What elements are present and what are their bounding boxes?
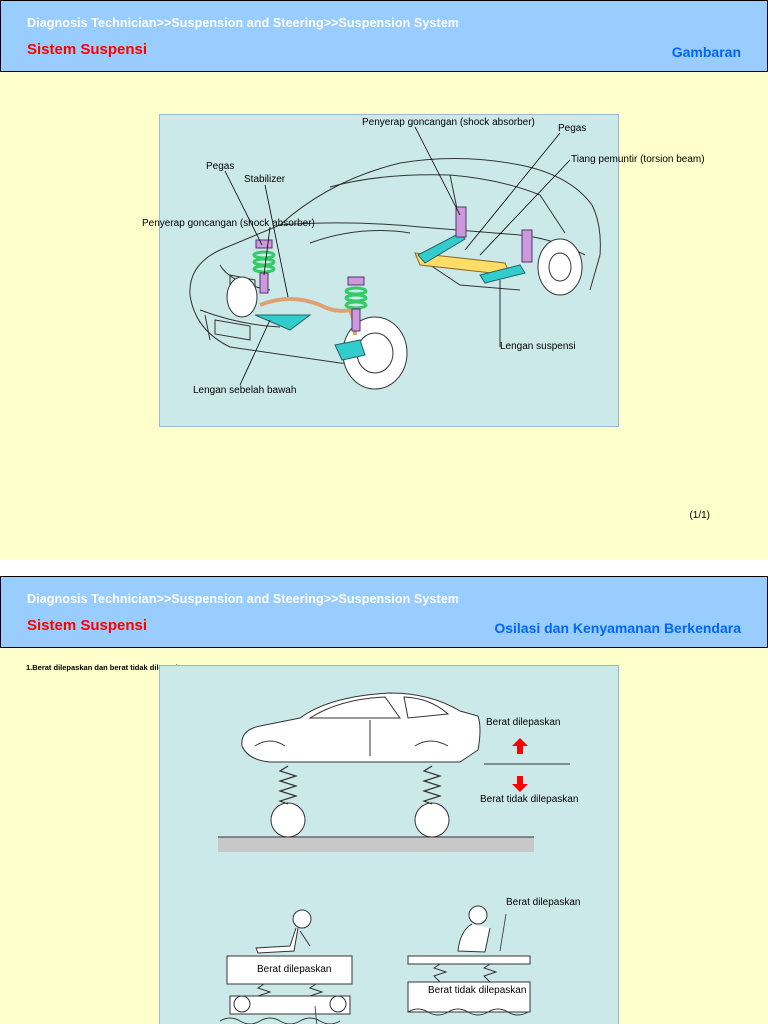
label-spring-right: Pegas: [558, 123, 587, 134]
page-indicator: (1/1): [689, 510, 710, 521]
section-subtitle: Osilasi dan Kenyamanan Berkendara: [494, 620, 741, 636]
label-shock-absorber-left: Penyerap goncangan (shock absorber): [142, 218, 315, 229]
breadcrumb[interactable]: Diagnosis Technician>>Suspension and Ste…: [27, 16, 459, 30]
label-sprung-weight-right: Berat dilepaskan: [506, 897, 581, 908]
slide-overview: Diagnosis Technician>>Suspension and Ste…: [0, 0, 768, 521]
label-unsprung-weight: Berat tidak dilepaskan: [480, 794, 579, 805]
breadcrumb[interactable]: Diagnosis Technician>>Suspension and Ste…: [27, 592, 459, 606]
slide-divider: [0, 560, 768, 576]
sprung-mass-illustration: [218, 692, 570, 1024]
label-suspension-arm: Lengan suspensi: [500, 341, 576, 352]
section-heading: 1.Berat dilepaskan dan berat tidak dilep…: [26, 663, 189, 672]
sprung-unsprung-diagram: Berat dilepaskan Berat tidak dilepaskan …: [159, 665, 619, 1024]
section-subtitle: Gambaran: [671, 44, 741, 60]
car-suspension-illustration: [189, 126, 601, 390]
suspension-diagram: Penyerap goncangan (shock absorber) Pega…: [142, 114, 705, 427]
slide-oscillation: Diagnosis Technician>>Suspension and Ste…: [0, 576, 768, 1024]
label-lower-arm: Lengan sebelah bawah: [193, 385, 297, 396]
page-title: Sistem Suspensi: [27, 617, 148, 634]
label-sprung-weight: Berat dilepaskan: [486, 717, 561, 728]
label-torsion-beam: Tiang pemuntir (torsion beam): [571, 154, 705, 165]
label-unsprung-weight-right: Berat tidak dilepaskan: [428, 985, 527, 996]
page-title: Sistem Suspensi: [27, 41, 148, 58]
label-spring-left: Pegas: [206, 161, 235, 172]
slide-header: Diagnosis Technician>>Suspension and Ste…: [0, 576, 768, 648]
label-sprung-weight-cart: Berat dilepaskan: [257, 964, 332, 975]
label-shock-absorber-top: Penyerap goncangan (shock absorber): [362, 117, 535, 128]
slide-header: Diagnosis Technician>>Suspension and Ste…: [0, 0, 768, 72]
label-stabilizer: Stabilizer: [244, 174, 286, 185]
